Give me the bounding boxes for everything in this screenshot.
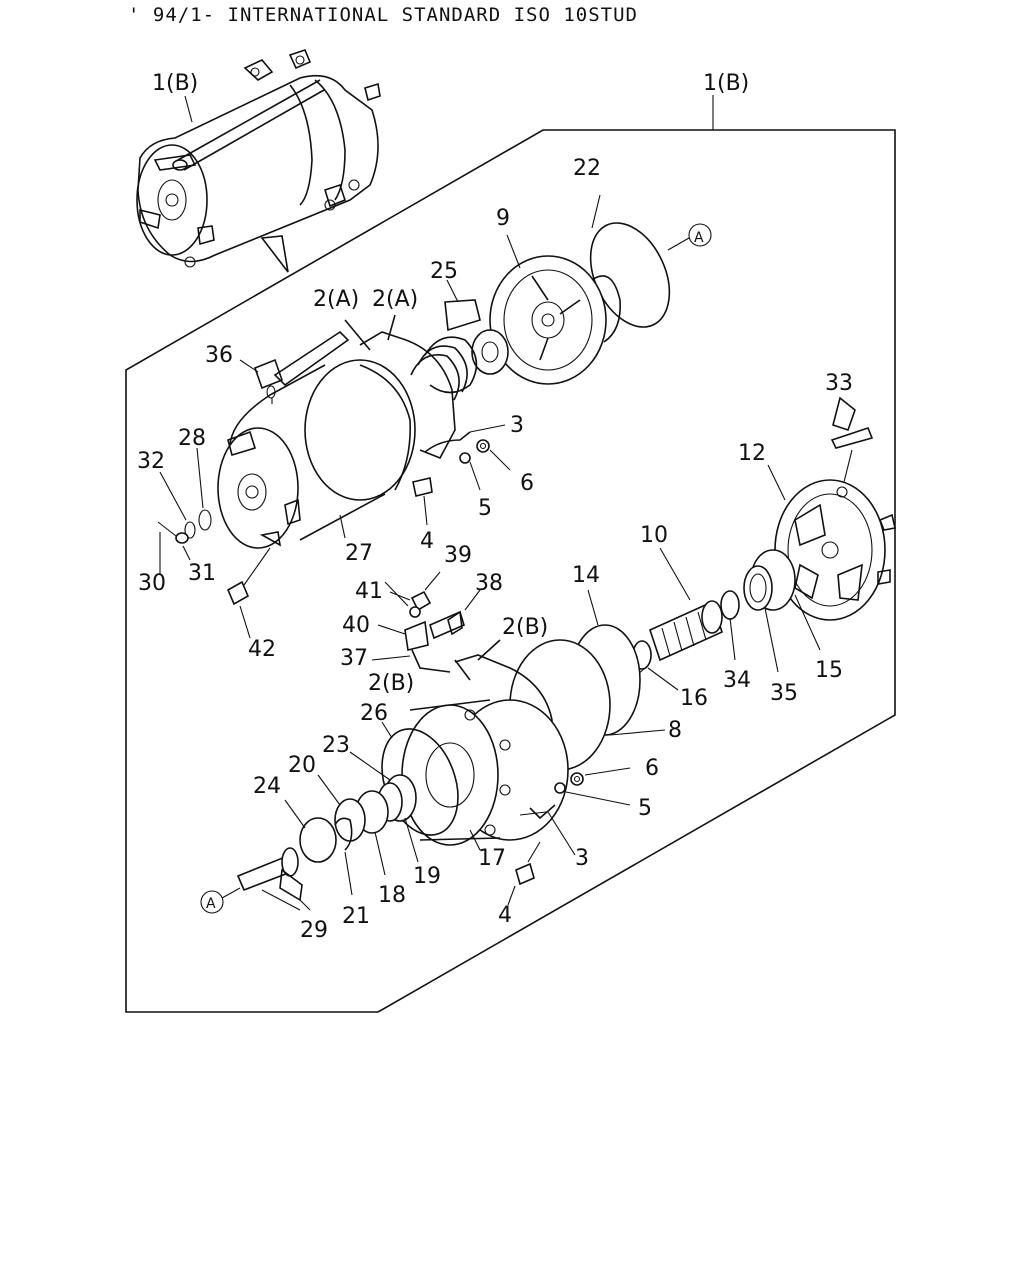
label-24: 24 bbox=[253, 774, 281, 799]
label-1b-b: 1(B) bbox=[703, 71, 749, 96]
label-33: 33 bbox=[825, 371, 853, 396]
label-42: 42 bbox=[248, 637, 276, 662]
label-26: 26 bbox=[360, 701, 388, 726]
label-10: 10 bbox=[640, 523, 668, 548]
label-4-upper: 4 bbox=[420, 529, 434, 554]
part-17-front-housing bbox=[401, 699, 569, 846]
label-8: 8 bbox=[668, 718, 682, 743]
part-27-housing bbox=[217, 359, 416, 549]
label-17: 17 bbox=[478, 846, 506, 871]
label-2b-2: 2(B) bbox=[368, 671, 414, 696]
part-12-end-cover bbox=[774, 479, 896, 621]
label-9: 9 bbox=[496, 206, 510, 231]
page-title: ' 94/1- INTERNATIONAL STANDARD ISO 10STU… bbox=[128, 4, 638, 26]
label-28: 28 bbox=[178, 426, 206, 451]
part-25-spring bbox=[410, 299, 509, 401]
part-9-pulley bbox=[489, 255, 621, 385]
label-27: 27 bbox=[345, 541, 373, 566]
label-18: 18 bbox=[378, 883, 406, 908]
label-31: 31 bbox=[188, 561, 216, 586]
label-36: 36 bbox=[205, 343, 233, 368]
label-35: 35 bbox=[770, 681, 798, 706]
label-30: 30 bbox=[138, 571, 166, 596]
label-2b-1: 2(B) bbox=[502, 615, 548, 640]
label-25: 25 bbox=[430, 259, 458, 284]
label-21: 21 bbox=[342, 904, 370, 929]
label-2a-2: 2(A) bbox=[372, 287, 418, 312]
label-5-upper: 5 bbox=[478, 496, 492, 521]
label-23: 23 bbox=[322, 733, 350, 758]
label-19: 19 bbox=[413, 864, 441, 889]
label-12: 12 bbox=[738, 441, 766, 466]
label-34: 34 bbox=[723, 668, 751, 693]
label-41: 41 bbox=[355, 579, 383, 604]
label-16: 16 bbox=[680, 686, 708, 711]
label-38: 38 bbox=[475, 571, 503, 596]
label-22: 22 bbox=[573, 156, 601, 181]
label-1b-a: 1(B) bbox=[152, 71, 198, 96]
label-A-top: A bbox=[694, 230, 704, 246]
label-3-lower: 3 bbox=[575, 846, 589, 871]
label-37: 37 bbox=[340, 646, 368, 671]
label-3-upper: 3 bbox=[510, 413, 524, 438]
label-15: 15 bbox=[815, 658, 843, 683]
part-10-spring bbox=[649, 600, 723, 662]
label-32: 32 bbox=[137, 449, 165, 474]
label-6-lower: 6 bbox=[645, 756, 659, 781]
label-14: 14 bbox=[572, 563, 600, 588]
label-2a-1: 2(A) bbox=[313, 287, 359, 312]
label-4-lower: 4 bbox=[498, 903, 512, 928]
label-40: 40 bbox=[342, 613, 370, 638]
part-labels: 1(B) 1(B) 22 9 A 25 2(A) 2(A) 36 33 28 3… bbox=[137, 71, 853, 943]
label-6-upper: 6 bbox=[520, 471, 534, 496]
label-A-bottom: A bbox=[206, 896, 216, 912]
label-5-lower: 5 bbox=[638, 796, 652, 821]
label-39: 39 bbox=[444, 543, 472, 568]
assembled-starter-illustration bbox=[136, 49, 381, 273]
label-20: 20 bbox=[288, 753, 316, 778]
exploded-view-boundary bbox=[125, 129, 896, 1013]
label-29: 29 bbox=[300, 918, 328, 943]
